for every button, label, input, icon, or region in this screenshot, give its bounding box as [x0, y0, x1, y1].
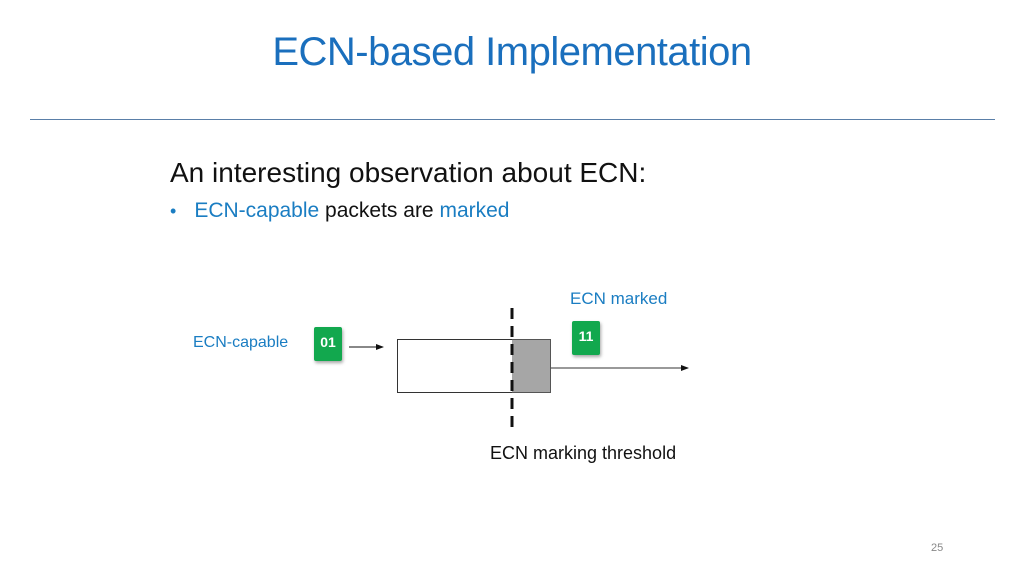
slide-title: ECN-based Implementation — [272, 30, 752, 74]
bullet-marked: marked — [439, 199, 510, 222]
bullet-marker: • — [170, 201, 177, 221]
queue-buffer — [397, 339, 513, 393]
bullet-ecn-capable: ECN-capable — [194, 199, 320, 222]
bullet-item: • ECN-capable packets are marked — [170, 199, 509, 223]
heading-text: An interesting observation about ECN: — [170, 157, 647, 188]
outgoing-packet: 11 — [572, 321, 600, 355]
ecn-capable-label: ECN-capable — [193, 334, 289, 351]
threshold-label: ECN marking threshold — [490, 443, 677, 463]
title-divider — [30, 119, 995, 120]
queue-filled-portion — [512, 339, 551, 393]
incoming-packet: 01 — [314, 327, 342, 361]
bullet-middle: packets are — [319, 199, 440, 222]
page-number: 25 — [931, 542, 944, 554]
ecn-marked-label: ECN marked — [570, 289, 668, 308]
